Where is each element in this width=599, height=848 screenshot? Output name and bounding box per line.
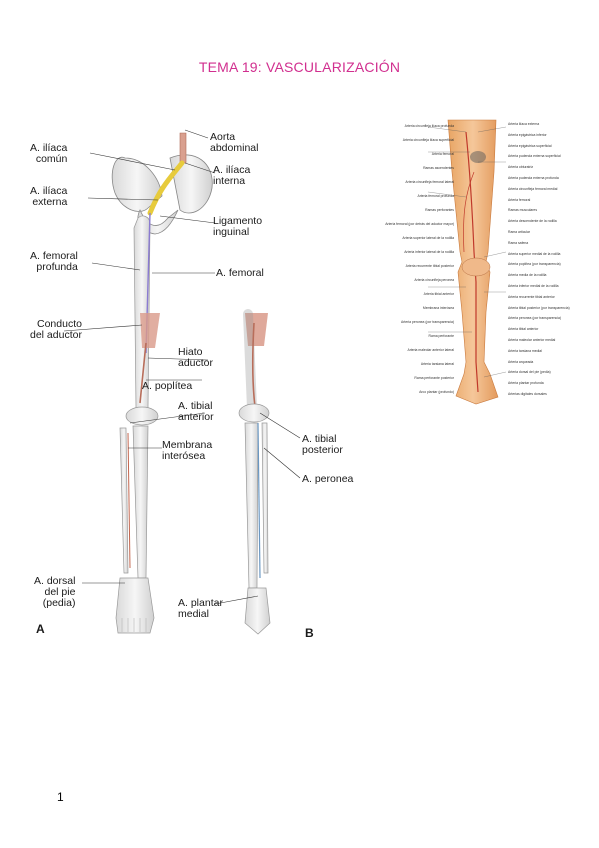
detail-label-left: Arco plantar (profundo) (419, 390, 454, 394)
detail-label-right: Arteria tibial anterior (508, 327, 539, 332)
femur-b (243, 309, 257, 413)
knee-detail (461, 257, 491, 277)
detail-label-left: Arteria femoral (431, 152, 454, 156)
detail-label-right: Arteria superior medial de la rodilla (508, 251, 561, 256)
detail-label-right: Arteria pudenda externa profunda (508, 176, 559, 180)
detail-label-left: Arteria femoral profunda (417, 194, 454, 198)
label-iliaca-comun: A. ilíaca común (30, 142, 68, 165)
fibula-a (119, 427, 129, 574)
page-title: TEMA 19: VASCULARIZACIÓN (198, 59, 401, 75)
detail-label-left: Arteria femoral (por detrás del aductor … (385, 222, 454, 226)
label-peronea: A. peronea (302, 473, 354, 485)
detail-label-right: Arteria poplítea (por transparencia) (508, 262, 561, 267)
detail-label-right: Arterias digitales dorsales (508, 392, 547, 396)
detail-label-right: Arteria maleolar anterior medial (508, 338, 556, 342)
detail-label-left: Arteria maleolar anterior lateral (407, 348, 454, 352)
detail-label-right: Arteria recurrente tibial anterior (508, 294, 555, 299)
leader-lines (63, 129, 301, 605)
label-aorta: Aorta abdominal (210, 131, 259, 154)
detail-label-right: Arteria circunfleja femoral medial (508, 186, 558, 191)
adductor-muscle-a (140, 313, 160, 348)
label-hiato: Hiato aductor (178, 346, 214, 369)
label-conducto-aductor: Conducto del aductor (30, 318, 82, 341)
detail-label-left: Arteria tibial anterior (423, 292, 454, 296)
detail-leader-lines (427, 126, 507, 378)
aorta-shape (179, 132, 187, 164)
tibia-b (244, 422, 259, 589)
detail-label-left: Arteria tarsiana lateral (420, 362, 454, 366)
label-iliaca-externa: A. ilíaca externa (30, 185, 68, 208)
knee-a (125, 406, 159, 426)
detail-label-right: Arteria epigástrica superficial (508, 143, 552, 148)
leg-arteries-illustration (63, 129, 301, 635)
detail-label-right: Rama articular (508, 230, 531, 234)
label-plantar-medial: A. plantar medial (178, 597, 223, 620)
detail-label-right: Arteria arqueada (508, 359, 534, 364)
detail-label-left: Arteria peronea (por transparencia) (401, 320, 454, 324)
detail-label-right: Arteria media de la rodilla (508, 273, 547, 278)
tibia-a (132, 425, 149, 579)
detail-label-left: Arteria circunfleja ilíaca profunda (404, 124, 454, 128)
detail-label-right: Arteria femoral (508, 197, 531, 202)
detail-label-right: Rama safena (508, 240, 529, 245)
foot-a (115, 577, 155, 634)
detail-label-left: Rama perforante posterior (414, 376, 454, 380)
toes-a (121, 618, 147, 632)
detail-label-right: Arteria epigástrica inferior (508, 132, 547, 137)
detailed-leg-illustration (427, 119, 507, 405)
inguinal-region (470, 151, 486, 163)
figure-leg-arteries: A. ilíaca común A. ilíaca externa A. fem… (30, 118, 360, 648)
detail-label-left: Membrana interósea (422, 306, 454, 310)
iliac-artery-shape (147, 160, 185, 216)
detail-label-right: Arteria peronea (por transparencia) (508, 316, 561, 321)
label-membrana: Membrana interósea (162, 439, 213, 462)
detail-label-right: Arteria tibial posterior (por transparen… (508, 305, 570, 310)
label-dorsal-pie: A. dorsal del pie (pedia) (34, 575, 76, 609)
label-ligamento: Ligamento inguinal (213, 215, 263, 238)
label-tibial-anterior: A. tibial anterior (178, 400, 214, 423)
detail-label-left: Arteria inferior lateral de la rodilla (404, 250, 454, 254)
detail-label-right: Arteria ilíaca externa (508, 122, 540, 126)
label-tibial-posterior: A. tibial posterior (302, 433, 343, 456)
detail-label-left: Arteria circunfleja peronea (414, 278, 454, 282)
muscle-b (245, 313, 268, 346)
label-femoral: A. femoral (216, 267, 264, 279)
detail-label-right: Arteria pudenda externa superficial (508, 154, 561, 159)
detail-label-left: Arteria recurrente tibial posterior (405, 264, 454, 268)
detail-label-right: Arteria tarsiana medial (508, 348, 542, 353)
detail-label-left: Ramas perforantes (425, 208, 454, 212)
label-iliaca-interna: A. ilíaca interna (213, 164, 251, 187)
deep-femoral (463, 171, 475, 253)
detail-label-left: Arteria circunfleja femoral lateral (405, 180, 454, 184)
detail-label-right: Arteria inferior medial de la rodilla (508, 284, 559, 288)
panel-label-b: B (305, 626, 314, 640)
foot-b (244, 587, 271, 635)
label-femoral-profunda: A. femoral profunda (30, 250, 78, 273)
detail-label-left: Ramas ascendentes (423, 166, 454, 170)
anterior-tibial-a (127, 432, 131, 569)
detail-label-left: Arteria superior lateral de la rodilla (402, 236, 454, 240)
knee-b (238, 403, 270, 423)
posterior-tibial-b (257, 422, 261, 579)
page-number: 1 (57, 790, 64, 804)
popliteal-artery-a (139, 342, 147, 404)
detail-label-left: Arteria circunfleja ilíaca superficial (402, 138, 454, 142)
pelvis (111, 154, 213, 235)
panel-label-a: A (36, 622, 45, 636)
label-poplitea: A. poplítea (142, 380, 193, 392)
detail-label-right: Arteria dorsal del pie (pedia) (508, 370, 551, 375)
detail-label-left: Rama perforante (428, 334, 454, 338)
fibula-b (261, 422, 269, 574)
detail-label-right: Arteria plantar profunda (508, 381, 544, 386)
detail-label-right: Arteria descendente de la rodilla (508, 219, 557, 224)
detail-label-right: Ramas musculares (508, 208, 538, 213)
detail-label-right: Arteria obturatriz (508, 165, 534, 170)
